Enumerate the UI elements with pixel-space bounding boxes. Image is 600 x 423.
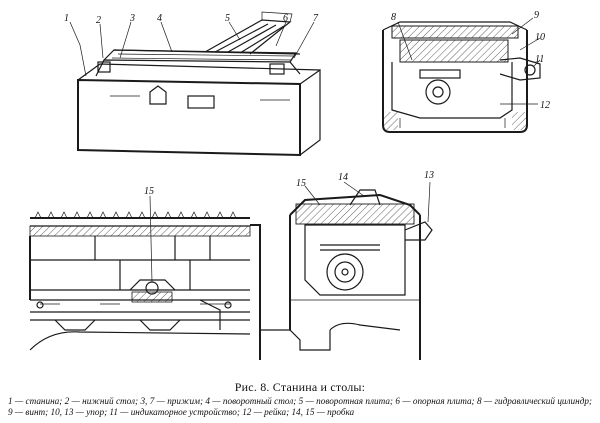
callout-13: 13 (424, 170, 434, 181)
callout-4: 4 (157, 13, 162, 24)
callout-1: 1 (64, 13, 69, 24)
callout-6: 6 (283, 13, 288, 24)
callout-2: 2 (96, 15, 101, 26)
callout-11: 11 (535, 54, 544, 65)
callout-5: 5 (225, 13, 230, 24)
callout-9: 9 (534, 10, 539, 21)
callout-15-left: 15 (144, 186, 154, 197)
callout-14: 14 (338, 172, 348, 183)
isometric-bed-view (77, 11, 321, 157)
technical-drawing: 1 2 3 4 5 6 7 8 9 10 11 12 13 14 15 15 (29, 10, 550, 360)
cross-section-view (382, 21, 541, 133)
callout-10: 10 (535, 32, 545, 43)
callout-8: 8 (391, 12, 396, 23)
callout-12: 12 (540, 100, 550, 111)
callout-labels: 1 2 3 4 5 6 7 8 9 10 11 12 13 14 15 15 (64, 10, 550, 283)
callout-7: 7 (313, 13, 319, 24)
figure-legend: 1 — станина; 2 — нижний стол; 3, 7 — при… (8, 396, 592, 417)
callout-15-right: 15 (296, 178, 306, 189)
callout-3: 3 (129, 13, 135, 24)
figure-caption: Рис. 8. Станина и столы: (234, 380, 366, 394)
longitudinal-section-view (29, 189, 433, 360)
